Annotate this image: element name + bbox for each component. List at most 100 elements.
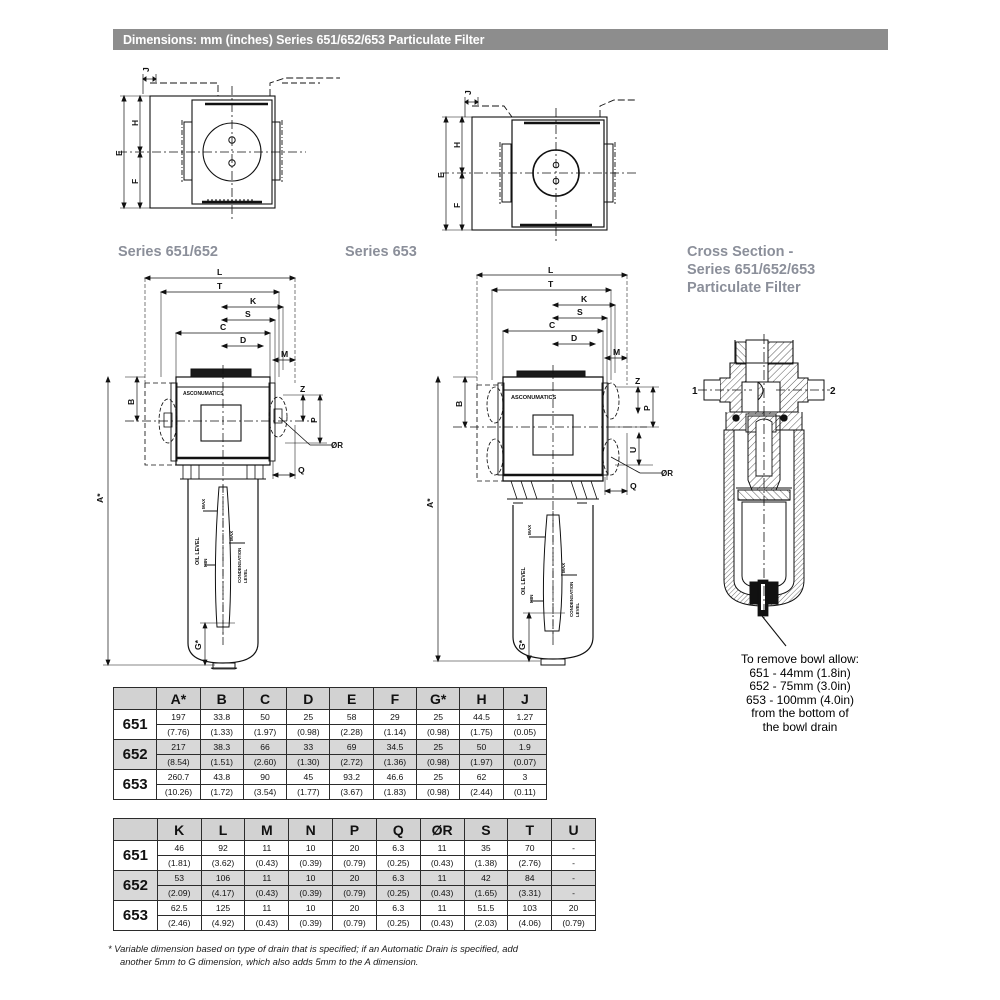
cell-value: (1.83) <box>372 784 418 800</box>
dim-label-C: C <box>549 320 555 330</box>
cell-value: 84 <box>507 870 553 886</box>
cell-value: - <box>551 855 596 871</box>
bowl-removal-note: To remove bowl allow: 651 - 44mm (1.8in)… <box>740 652 860 734</box>
cell-value: (1.75) <box>459 724 504 740</box>
drawing-elevation-651-652: L T K S C D M B Z P ØR Q A* G* MAX MAX M… <box>95 265 350 670</box>
cell-value: (0.98) <box>286 724 331 740</box>
cell-value: 197 <box>156 709 201 725</box>
column-header-G: G* <box>416 687 461 710</box>
bowl-label-max2: MAX <box>229 530 234 541</box>
cell-value: (0.39) <box>288 855 334 871</box>
cell-value: (3.31) <box>507 885 553 901</box>
column-header-A: A* <box>156 687 201 710</box>
cell-value: (0.39) <box>288 915 334 931</box>
series-label-653: 653 <box>113 900 158 931</box>
table-row: 653 62.5 125 11 10 20 6.3 11 51.5 103 20 <box>113 900 596 931</box>
dim-label-S: S <box>245 309 251 319</box>
cell-value: (0.98) <box>416 724 461 740</box>
column-header-H: H <box>459 687 504 710</box>
brand-label: ASCONUMATICS <box>183 391 224 397</box>
dim-label-L: L <box>217 267 222 277</box>
bowl-label-max: MAX <box>527 524 532 535</box>
cell-value: (3.67) <box>329 784 374 800</box>
column-header-B: B <box>199 687 244 710</box>
cell-value: 1.27 <box>502 709 548 725</box>
dim-label-J: J <box>463 90 473 95</box>
cell-value: (0.43) <box>244 885 290 901</box>
cell-value: - <box>551 870 596 886</box>
cell-value: 43.8 <box>199 769 244 785</box>
cell-value: 29 <box>372 709 418 725</box>
cell-value: (0.79) <box>332 915 377 931</box>
column-header-F: F <box>372 687 418 710</box>
cell-value: 106 <box>200 870 246 886</box>
cell-value: (0.98) <box>416 754 461 770</box>
port-label-2: 2 <box>830 386 836 397</box>
cell-value: (1.97) <box>459 754 504 770</box>
cell-value: (2.60) <box>242 754 288 770</box>
cell-value: 3 <box>502 769 548 785</box>
table-corner-cell <box>112 687 158 710</box>
cell-value: (2.76) <box>507 855 553 871</box>
cell-value: 10 <box>288 840 334 856</box>
cell-value: (3.62) <box>200 855 246 871</box>
cell-value: 10 <box>288 900 334 916</box>
dim-label-L: L <box>548 265 553 275</box>
column-header-L: L <box>200 818 246 841</box>
cell-value: 33 <box>286 739 331 755</box>
dim-label-M: M <box>281 349 288 359</box>
dim-label-OR: ØR <box>331 441 343 450</box>
dimension-table-one: A* B C D E F G* H J 651 197 33.8 50 25 5… <box>112 687 548 800</box>
column-header-M: M <box>244 818 290 841</box>
cell-value: (0.43) <box>244 855 290 871</box>
table-row: 652 53 106 11 10 20 6.3 11 42 84 - <box>113 870 596 901</box>
cell-value: 90 <box>242 769 288 785</box>
cell-value: 11 <box>244 840 290 856</box>
column-header-D: D <box>286 687 331 710</box>
cell-value: 10 <box>288 870 334 886</box>
cell-value: 1.9 <box>502 739 548 755</box>
dim-label-U: U <box>628 447 638 453</box>
column-header-P: P <box>332 818 377 841</box>
cell-value: (1.30) <box>286 754 331 770</box>
dim-label-D: D <box>571 333 577 343</box>
column-header-K: K <box>156 818 202 841</box>
cell-value: (3.54) <box>242 784 288 800</box>
page-title: Dimensions: mm (inches) Series 651/652/6… <box>123 32 485 47</box>
bowl-label-min: MIN <box>203 558 208 567</box>
cell-value: 62.5 <box>156 900 202 916</box>
cell-value: 125 <box>200 900 246 916</box>
footnote: * Variable dimension based on type of dr… <box>108 943 628 968</box>
caption-cross-section: Cross Section - Series 651/652/653 Parti… <box>687 244 816 296</box>
cell-value: 45 <box>286 769 331 785</box>
bowl-label-condensation-2: LEVEL <box>243 569 248 583</box>
bowl-label-oil-level: OIL LEVEL <box>195 537 201 565</box>
bowl-label-max: MAX <box>201 498 206 509</box>
cell-value: (4.92) <box>200 915 246 931</box>
dim-label-G: G* <box>517 639 527 650</box>
table-header-row: A* B C D E F G* H J <box>112 687 548 710</box>
bowl-label-min: MIN <box>529 594 534 603</box>
series-label-651: 651 <box>113 840 158 871</box>
cell-value: 58 <box>329 709 374 725</box>
drawing-top-view-653: J H E F <box>432 60 662 245</box>
cell-value: - <box>551 840 596 856</box>
cell-value: 92 <box>200 840 246 856</box>
cell-value: 11 <box>419 870 465 886</box>
column-header-S: S <box>463 818 509 841</box>
bowl-label-oil-level: OIL LEVEL <box>521 567 527 595</box>
cell-value: (0.07) <box>502 754 548 770</box>
cell-value: 35 <box>463 840 509 856</box>
cell-value: 66 <box>242 739 288 755</box>
footnote-line-2: another 5mm to G dimension, which also a… <box>120 955 419 967</box>
dim-label-P: P <box>309 417 319 423</box>
column-header-E: E <box>329 687 374 710</box>
drawing-elevation-653: L T K S C D M B Z P U ØR Q A* G* MAX MAX… <box>425 265 680 670</box>
bowl-label-condensation: CONDENSATION <box>569 582 574 617</box>
cell-value: (1.65) <box>463 885 509 901</box>
dim-label-G: G* <box>193 639 203 650</box>
cell-value: (1.36) <box>372 754 418 770</box>
cell-value: 42 <box>463 870 509 886</box>
dim-label-J: J <box>141 67 151 72</box>
cell-value: 69 <box>329 739 374 755</box>
